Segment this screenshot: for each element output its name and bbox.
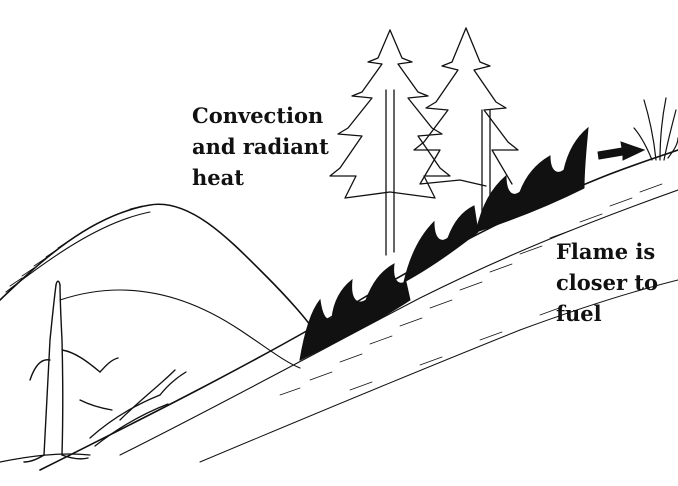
background-hill: [0, 203, 311, 326]
arrow-right-icon: [597, 141, 646, 161]
hill-ridge-line: [5, 211, 151, 293]
flame-1: [299, 263, 411, 361]
hill-hatching: [9, 205, 143, 287]
flame-4: [413, 235, 437, 261]
flame-closer-label: Flame is closer to fuel: [556, 236, 658, 329]
flame-2: [403, 205, 479, 283]
flame-label-line-1: Flame is: [556, 239, 656, 264]
slope-surface-line: [119, 189, 678, 456]
flame-3: [475, 126, 589, 233]
flame-label-line-3: fuel: [556, 301, 602, 326]
hill-shadow-line: [59, 289, 301, 369]
convection-label-line-3: heat: [192, 165, 244, 190]
ground-line: [0, 453, 91, 463]
conifer-tree-left: [329, 29, 451, 256]
slope-hatching: [279, 183, 663, 396]
fallen-branches: [79, 369, 187, 447]
convection-heat-label: Convection and radiant heat: [192, 100, 329, 193]
dead-snag-tree: [23, 280, 119, 463]
convection-label-line-1: Convection: [192, 103, 324, 128]
flame-front: [299, 126, 589, 361]
slope-bottom-line: [199, 279, 678, 463]
grass-tuft: [633, 97, 678, 161]
flame-label-line-2: closer to: [556, 270, 659, 295]
convection-label-line-2: and radiant: [192, 134, 329, 159]
